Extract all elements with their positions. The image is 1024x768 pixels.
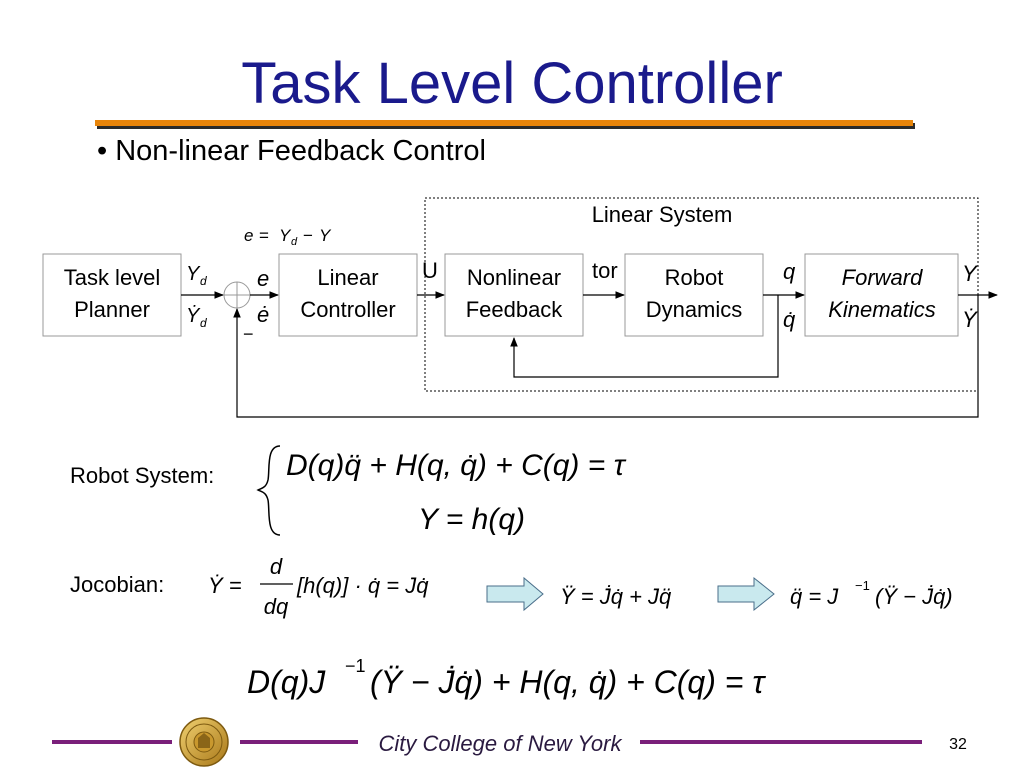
nonlinear-feedback-line-1: Nonlinear xyxy=(467,265,561,290)
title-rule xyxy=(95,120,913,126)
block-nonlinear-feedback[interactable]: Nonlinear Feedback xyxy=(444,253,584,337)
planner-line-1: Task level xyxy=(64,265,161,290)
svg-text:(Ÿ − J̇q̇): (Ÿ − J̇q̇) xyxy=(875,584,953,609)
label-u: U xyxy=(422,258,438,283)
svg-text:d: d xyxy=(291,236,298,248)
implies-arrow-1 xyxy=(486,576,544,612)
label-e-dot: ė xyxy=(257,302,269,327)
label-yd-sub: d xyxy=(200,274,207,288)
inner-feedback-path xyxy=(510,295,779,378)
jacobian-frac-den: dq xyxy=(264,594,289,619)
block-forward-kinematics[interactable]: Forward Kinematics xyxy=(804,253,959,337)
robot-equation-1: D(q)q̈ + H(q, q̇) + C(q) = τ xyxy=(286,449,627,482)
svg-text:D(q)J: D(q)J xyxy=(247,664,326,700)
jacobian-equation: Ẏ = d dq [h(q)] · q̇ = Jq̇ xyxy=(208,554,429,619)
svg-text:e: e xyxy=(244,226,253,245)
college-seal-icon xyxy=(179,717,229,767)
label-e: e xyxy=(257,266,269,291)
final-equation: D(q)J −1 (Ÿ − J̇q̇) + H(q, q̇) + C(q) = … xyxy=(247,656,766,700)
planner-line-2: Planner xyxy=(74,297,150,322)
svg-text:Y: Y xyxy=(319,226,332,245)
linear-controller-line-2: Controller xyxy=(300,297,395,322)
label-q: q xyxy=(783,259,796,284)
svg-text:=: = xyxy=(259,226,269,245)
label-yd-dot: Ẏ xyxy=(186,305,201,327)
robot-dynamics-line-2: Dynamics xyxy=(646,297,743,322)
footer-college: City College of New York xyxy=(379,731,623,756)
block-task-level-planner[interactable]: Task level Planner xyxy=(42,253,182,337)
footer: City College of New York 32 xyxy=(52,717,967,767)
qdd-equation: q̈ = J −1 (Ÿ − J̇q̇) xyxy=(790,578,953,609)
linear-system-label: Linear System xyxy=(592,202,733,227)
signal-labels: Y d Ẏ d e ė − U tor q q̇ Y Ẏ xyxy=(186,258,978,344)
svg-text:−: − xyxy=(303,226,313,245)
page-title: Task Level Controller xyxy=(241,51,783,116)
svg-text:q̈ = J: q̈ = J xyxy=(790,584,839,609)
robot-system-brace xyxy=(256,445,281,536)
label-yd: Y xyxy=(186,263,201,285)
svg-text:−1: −1 xyxy=(855,578,870,593)
ydd-equation: Ÿ = J̇q̇ + Jq̈ xyxy=(560,584,672,609)
jacobian-lhs: Ẏ = xyxy=(208,573,242,598)
label-tor: tor xyxy=(592,258,618,283)
svg-text:(Ÿ − J̇q̇) + H(q, q̇) + C(q) =: (Ÿ − J̇q̇) + H(q, q̇) + C(q) = τ xyxy=(370,664,766,700)
bullet-text: • Non-linear Feedback Control xyxy=(97,135,486,167)
summing-junction xyxy=(223,281,251,309)
svg-text:−1: −1 xyxy=(345,656,366,676)
label-minus: − xyxy=(243,324,254,344)
svg-text:Y: Y xyxy=(279,226,292,245)
robot-equation-2: Y = h(q) xyxy=(418,503,525,536)
robot-dynamics-line-1: Robot xyxy=(665,265,724,290)
robot-system-label: Robot System: xyxy=(70,463,214,488)
signal-connectors xyxy=(181,291,998,418)
jacobian-label: Jocobian: xyxy=(70,572,164,597)
nonlinear-feedback-line-2: Feedback xyxy=(466,297,564,322)
page-number: 32 xyxy=(949,736,967,753)
label-y: Y xyxy=(962,261,978,286)
label-yd-dot-sub: d xyxy=(200,316,207,330)
jacobian-frac-num: d xyxy=(270,554,283,579)
forward-kinematics-line-2: Kinematics xyxy=(828,297,936,322)
label-q-dot: q̇ xyxy=(783,307,796,332)
error-equation: e = Y d − Y xyxy=(244,226,332,248)
outer-feedback-path xyxy=(233,295,979,418)
block-robot-dynamics[interactable]: Robot Dynamics xyxy=(624,253,764,337)
block-linear-controller[interactable]: Linear Controller xyxy=(278,253,418,337)
implies-arrow-2 xyxy=(717,576,775,612)
forward-kinematics-line-1: Forward xyxy=(842,265,923,290)
jacobian-rhs: [h(q)] · q̇ = Jq̇ xyxy=(296,573,429,598)
label-y-dot: Ẏ xyxy=(962,307,978,332)
linear-controller-line-1: Linear xyxy=(317,265,378,290)
